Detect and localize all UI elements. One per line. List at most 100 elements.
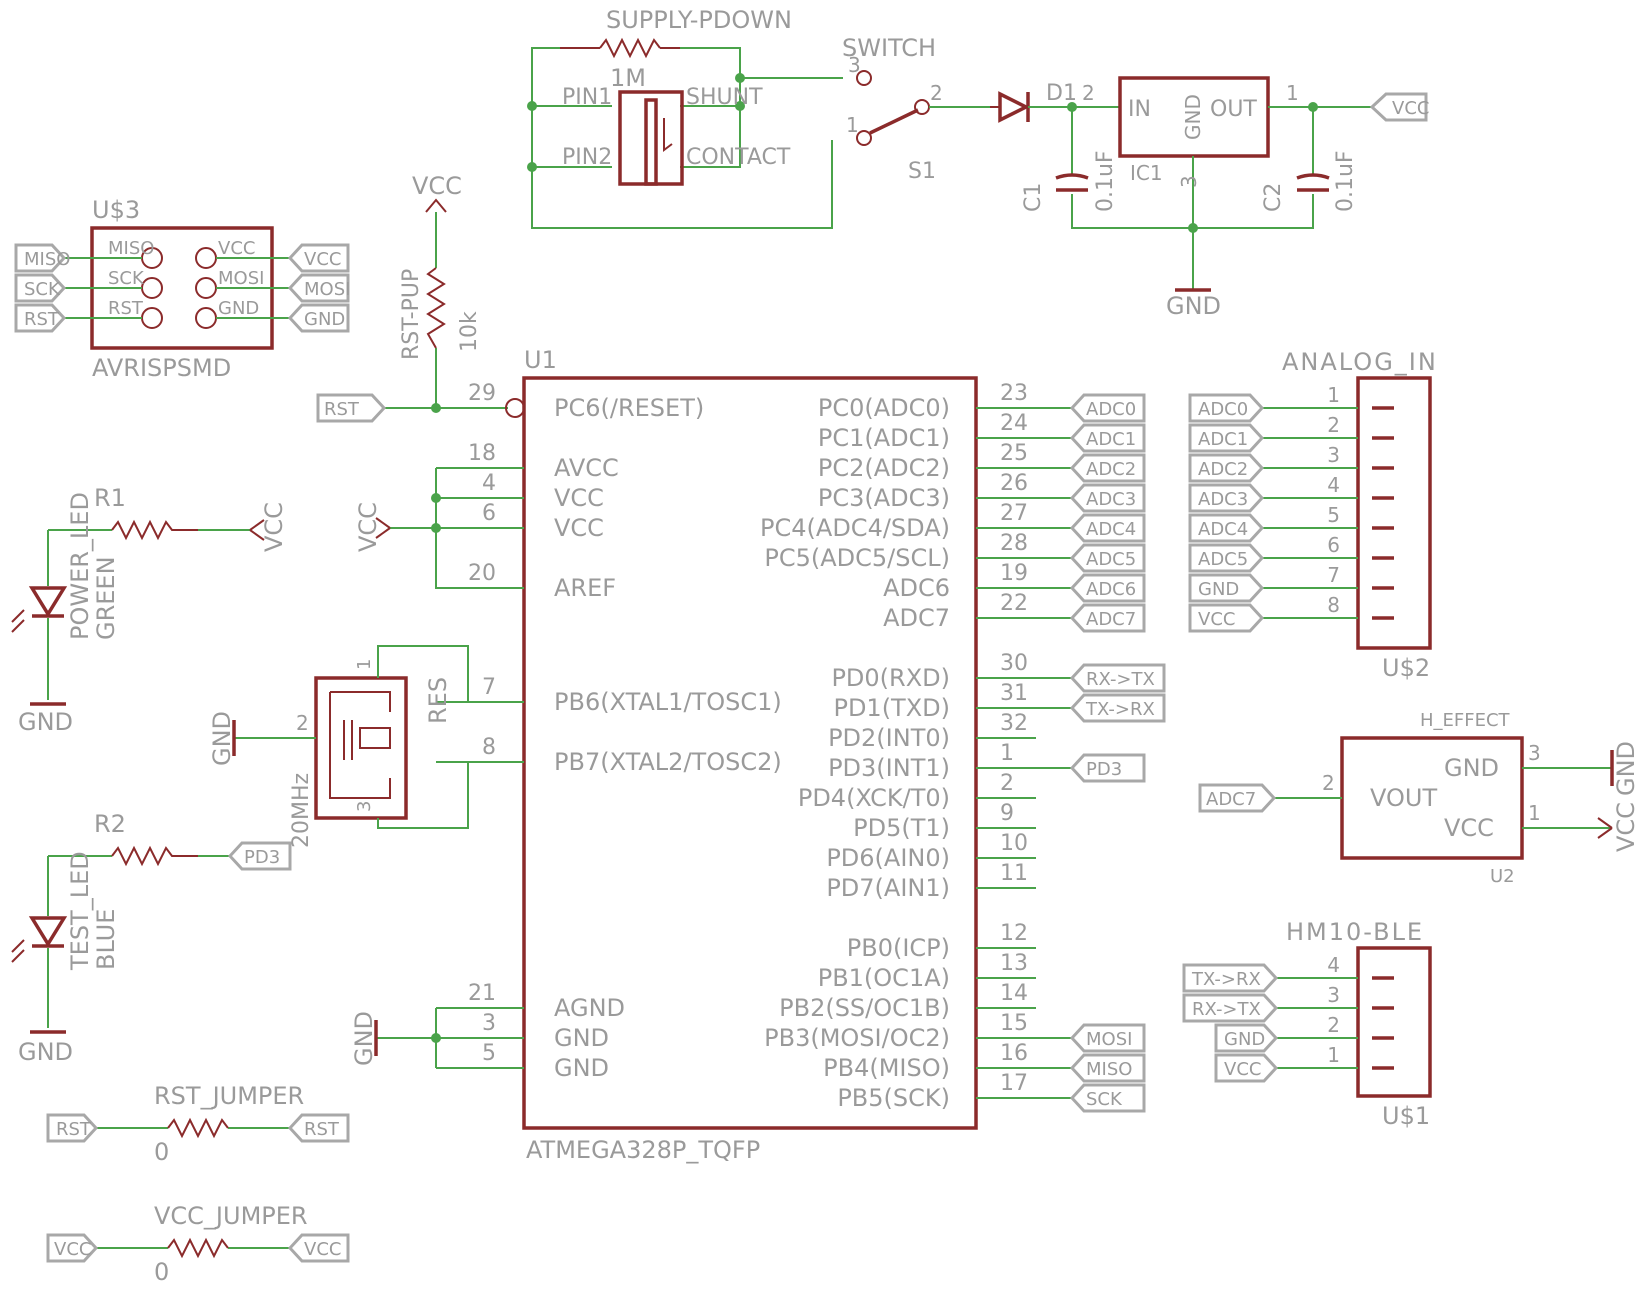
mcu-left-pin-label-2: VCC: [554, 484, 604, 512]
mcu-left-pin-label-9: GND: [554, 1054, 609, 1082]
reset-vcc-label: VCC: [412, 172, 462, 200]
mcu-net-flag-20: MISO: [1069, 1053, 1146, 1083]
c2-value: 0.1uF: [1333, 150, 1358, 212]
vcc-jumper-group: VCC_JUMPER 0 VCC VCC: [46, 1202, 350, 1286]
hall-pin-vout: 2: [1322, 771, 1335, 795]
analog-in-pin-num-2: 3: [1327, 443, 1340, 467]
hall-vout-label: VOUT: [1370, 784, 1437, 812]
mcu-left-pin-num-1: 18: [468, 441, 496, 466]
mcu-net-flag-19: MOSI: [1069, 1023, 1146, 1053]
svg-text:VCC: VCC: [54, 1239, 91, 1260]
mcu-left-pin-label-7: AGND: [554, 994, 625, 1022]
mcu-right-pin-label-21: PB5(SCK): [837, 1084, 950, 1112]
hall-pin-gnd: 3: [1528, 741, 1541, 765]
ble-flag-0: TX->RX: [1182, 963, 1279, 993]
mcu-right-pin-num-19: 15: [1000, 1011, 1028, 1036]
crystal-gnd: GND: [208, 711, 236, 766]
mcu-left-pin-label-1: AVCC: [554, 454, 619, 482]
mcu-left-pin-label-8: GND: [554, 1024, 609, 1052]
mcu-net-flag-5-text: ADC5: [1086, 549, 1136, 570]
analog-in-flag-5: ADC5: [1188, 543, 1265, 573]
mcu-net-flag-6: ADC6: [1069, 573, 1146, 603]
isp-right-flag-1-text: MOSI: [304, 279, 350, 300]
analog-in-pin-num-6: 7: [1327, 563, 1340, 587]
hall-vcc-symbol: VCC: [1612, 802, 1640, 852]
isp-right-pin-0: VCC: [218, 238, 255, 259]
ble-flag-2: GND: [1214, 1023, 1279, 1053]
isp-left-flag-1: SCK: [14, 273, 67, 303]
isp-left-pin-2: RST: [108, 298, 144, 319]
reg-pin-gnd: 3: [1177, 175, 1201, 188]
analog-in-flag-2-text: ADC2: [1198, 459, 1248, 480]
mcu-right-pin-label-10: PD2(INT0): [828, 724, 950, 752]
mcu-right-pin-label-15: PD7(AIN1): [826, 874, 950, 902]
mcu-left-pin-num-8: 3: [482, 1011, 496, 1036]
mcu-right-pin-num-12: 2: [1000, 771, 1014, 796]
mcu-right-pin-num-1: 24: [1000, 411, 1028, 436]
vcc-jumper-ref: VCC_JUMPER: [154, 1202, 308, 1230]
isp-left-pin-0: MISO: [108, 238, 154, 259]
analog-in-flag-1: ADC1: [1188, 423, 1265, 453]
analog-in-flag-3: ADC3: [1188, 483, 1265, 513]
switch-pin-1: 1: [846, 113, 859, 137]
mcu-ref: U1: [524, 346, 557, 374]
mcu-net-flag-3-text: ADC3: [1086, 489, 1136, 510]
power-led-resistor-ref: R1: [94, 484, 126, 512]
analog-in-pin-num-5: 6: [1327, 533, 1340, 557]
mcu-net-flag-0: ADC0: [1069, 393, 1146, 423]
svg-text:PD3: PD3: [244, 847, 280, 868]
ble-pin-num-2: 2: [1327, 1013, 1340, 1037]
mcu-left-pin-label-4: AREF: [554, 574, 616, 602]
test-led-resistor-ref: R2: [94, 810, 126, 838]
hall-sensor-group: H_EFFECT VOUT GND VCC 2 3 1 U2 GND VCC A…: [1198, 710, 1640, 887]
crystal-pin-3: 3: [354, 801, 375, 812]
crystal-ref: RES: [424, 677, 452, 724]
mcu-right-pin-label-1: PC1(ADC1): [818, 424, 950, 452]
pd3-flag-led: PD3: [227, 841, 292, 871]
reg-pin-in: 2: [1082, 81, 1095, 105]
power-led-net: VCC: [260, 502, 288, 552]
ble-flag-3: VCC: [1214, 1053, 1279, 1083]
isp-right-flag-2-text: GND: [304, 309, 345, 330]
reset-pullup-ref: RST-PUP: [399, 269, 424, 360]
mcu-left-pin-num-5: 7: [482, 675, 496, 700]
analog-in-flag-4-text: ADC4: [1198, 519, 1248, 540]
power-led-group: R1 VCC POWER_LED GREEN GND: [11, 484, 288, 736]
rst-jumper-flag-left: RST: [46, 1113, 99, 1143]
regulator-group: D1 2 IN GND OUT 1 IC1 3 C1 0.1uF C2 0.1u…: [990, 76, 1429, 320]
mcu-right-pin-num-21: 17: [1000, 1071, 1028, 1096]
mcu-right-pin-num-16: 12: [1000, 921, 1028, 946]
diode-ref: D1: [1046, 81, 1077, 106]
hall-gnd-label: GND: [1444, 754, 1499, 782]
supply-contact-label: CONTACT: [686, 145, 791, 170]
mcu-net-flag-5: ADC5: [1069, 543, 1146, 573]
mcu-right-pin-num-13: 9: [1000, 801, 1014, 826]
mcu-right-pin-label-6: ADC6: [883, 574, 950, 602]
mcu-left-pin-num-2: 4: [482, 471, 496, 496]
mcu-left-pin-num-0: 29: [468, 381, 496, 406]
isp-right-flag-2: GND: [287, 303, 350, 333]
mcu-left-pin-label-3: VCC: [554, 514, 604, 542]
mcu-right-pin-num-11: 1: [1000, 741, 1014, 766]
mcu-net-flag-2: ADC2: [1069, 453, 1146, 483]
isp-left-flag-2-text: RST: [24, 309, 60, 330]
mcu-net-flag-21-text: SCK: [1086, 1089, 1123, 1110]
mcu-vcc-label: VCC: [354, 502, 382, 552]
isp-left-pin-1: SCK: [108, 268, 145, 289]
mcu-right-pin-num-4: 27: [1000, 501, 1028, 526]
mcu-net-flag-20-text: MISO: [1086, 1059, 1132, 1080]
mcu-right-pin-label-12: PD4(XCK/T0): [798, 784, 950, 812]
mcu-right-pin-num-5: 28: [1000, 531, 1028, 556]
mcu-net-flag-0-text: ADC0: [1086, 399, 1136, 420]
mcu-net-flag-1: ADC1: [1069, 423, 1146, 453]
mcu-net-flag-6-text: ADC6: [1086, 579, 1136, 600]
hall-pin-vcc: 1: [1528, 801, 1541, 825]
rst-flag-mcu: RST: [316, 393, 387, 423]
mcu-net-flag-3: ADC3: [1069, 483, 1146, 513]
mcu-right-pin-num-2: 25: [1000, 441, 1028, 466]
ic-ref: IC1: [1130, 161, 1163, 185]
crystal-pin-1: 1: [354, 659, 375, 670]
ble-flag-2-text: GND: [1224, 1029, 1265, 1050]
analog-in-flag-6: GND: [1188, 573, 1265, 603]
